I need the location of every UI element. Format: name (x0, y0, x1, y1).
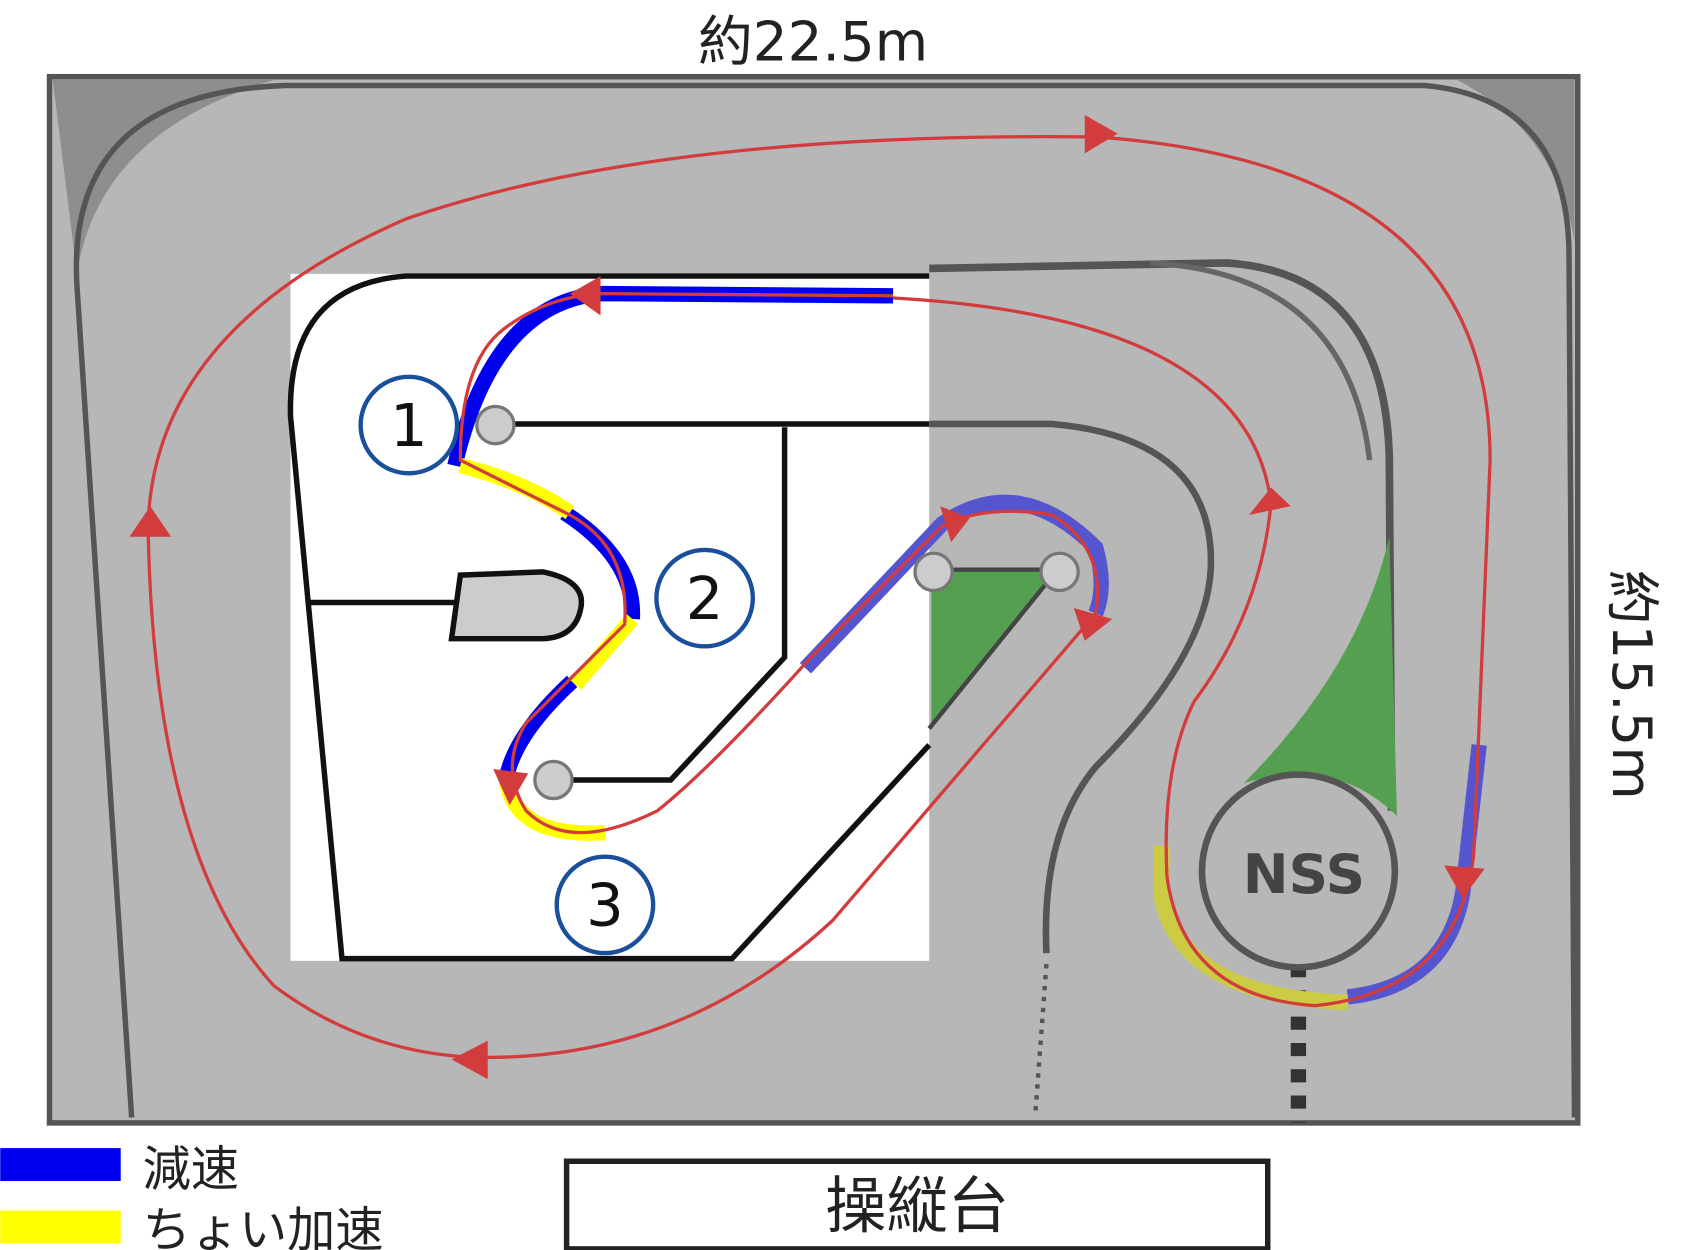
inset-line-2 (553, 427, 788, 783)
arrow-icon (940, 506, 970, 543)
arrow-icon (129, 506, 172, 537)
pylons (475, 404, 1080, 801)
infield-right (1243, 536, 1398, 817)
arrow-icon (1073, 608, 1113, 641)
outer-lane-line (73, 82, 1578, 1118)
inner-lane-line (929, 259, 1396, 811)
corner-top-left (52, 79, 275, 274)
legend-label-decel: 減速 (143, 1141, 239, 1197)
marker-2: 2 (654, 547, 756, 649)
pylon-icon (913, 551, 954, 593)
legend-swatch-accel (0, 1210, 121, 1244)
marker-1: 1 (358, 374, 460, 476)
height-label: 約15.5m (1600, 570, 1664, 800)
marker-number: 2 (686, 564, 724, 633)
corner-top-right (1457, 79, 1575, 242)
route-arrows (129, 115, 1485, 1080)
pit-shape (448, 569, 585, 642)
driver-stand (563, 1158, 1271, 1250)
pylon-icon (1039, 551, 1080, 593)
dotted-line (1033, 963, 1049, 1113)
legend-swatch-decel (0, 1148, 121, 1181)
driver-stand-label: 操縦台 (825, 1171, 1009, 1242)
arrow-icon (493, 769, 529, 806)
marker-3: 3 (554, 854, 656, 956)
marker-number: 1 (390, 391, 428, 460)
width-label: 約22.5m (698, 9, 928, 73)
pylon-icon (533, 759, 574, 801)
arrow-icon (1084, 115, 1118, 154)
arrow-icon (1249, 487, 1291, 515)
arrow-icon (451, 1040, 488, 1080)
inner-lane-line-2 (1150, 260, 1373, 461)
pylon-icon (475, 404, 516, 446)
chicane-line (929, 420, 1215, 954)
nss-label: NSS (1243, 842, 1365, 906)
driving-route (146, 134, 1492, 1060)
legend-label-accel: ちょい加速 (143, 1203, 384, 1250)
arrow-icon (1444, 865, 1485, 899)
nss-circle (1198, 771, 1399, 971)
arrow-icon (569, 276, 601, 316)
marker-number: 3 (586, 871, 624, 940)
inset-outer-line (287, 273, 932, 962)
